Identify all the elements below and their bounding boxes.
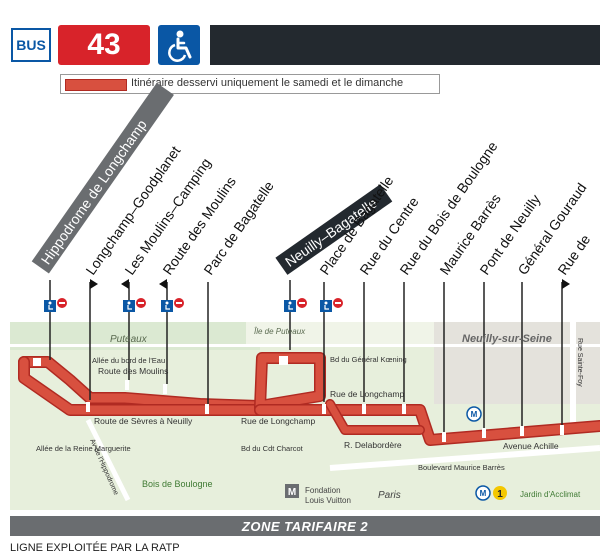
- line-number-badge: 43: [58, 25, 150, 65]
- operator-label: LIGNE EXPLOITÉE PAR LA RATP: [10, 542, 180, 554]
- metro-icon: M: [466, 406, 482, 422]
- arrow-left-icon: [121, 279, 129, 289]
- wheelchair-icon: [158, 25, 200, 65]
- stop-name-rue-de: Rue de: [554, 231, 593, 277]
- place-paris: Paris: [378, 490, 401, 501]
- boulevard-road: [329, 445, 600, 471]
- stop-name-route-moulins: Route des Moulins: [159, 174, 239, 278]
- arrow-right-icon: [90, 279, 98, 289]
- street-bd-charcot: Bd du Cdt Charcot: [241, 444, 304, 453]
- route-line: [18, 352, 600, 446]
- place-fondation-line1: Fondation: [305, 486, 341, 495]
- arrow-right-icon: [562, 279, 570, 289]
- route-map: M M 1 M Hippodrome de Longchamp Neuilly–…: [10, 82, 600, 510]
- place-puteaux: Puteaux: [110, 334, 148, 345]
- metro-line-badge: 1: [493, 486, 507, 500]
- wheelchair-icon: [161, 300, 173, 312]
- street-r-delaborde: R. Delabordère: [344, 440, 402, 450]
- street-route-sevres: Route de Sèvres à Neuilly: [94, 416, 193, 426]
- terminus-stop-central: [279, 356, 288, 365]
- legend: Itinéraire desservi uniquement le samedi…: [60, 74, 440, 94]
- no-entry-icon: [333, 298, 343, 308]
- header-bar: [210, 25, 600, 65]
- no-entry-icon: [297, 298, 307, 308]
- street-rue-longchamp-2: Rue de Longchamp: [330, 389, 404, 399]
- street-boulevard-barres: Boulevard Maurice Barrès: [418, 463, 505, 472]
- stop-markers: [33, 356, 564, 442]
- street-rue-longchamp: Rue de Longchamp: [241, 416, 315, 426]
- direction-arrows: [90, 279, 570, 289]
- river-edge: [10, 344, 600, 347]
- stop-name-general-gouraud: Général Gouraud: [514, 180, 589, 278]
- place-neuilly: Neuilly-sur-Seine: [462, 333, 552, 345]
- header: BUS 43: [0, 0, 600, 72]
- place-fondation-line2: Louis Vuitton: [305, 496, 351, 505]
- stop-les-moulins-camping: [125, 380, 129, 390]
- arrow-left-icon: [159, 279, 167, 289]
- fare-zone-bar: ZONE TARIFAIRE 2: [10, 516, 600, 536]
- stop-general-gouraud: [520, 426, 524, 436]
- street-rue-sainte-foy: Rue Sainte-Foy: [576, 338, 583, 387]
- bus-mode-badge: BUS: [11, 28, 51, 62]
- wheelchair-icon: [44, 300, 56, 312]
- metro-icons: M M 1: [466, 406, 507, 501]
- svg-text:M: M: [471, 410, 478, 419]
- sainte-foy-road: [570, 322, 576, 432]
- wheelchair-icon: [320, 300, 332, 312]
- hippodrome-avenue-road: [85, 418, 131, 502]
- line-number: 43: [87, 28, 121, 61]
- stop-leaders: [49, 280, 563, 432]
- stop-rue-du-centre: [362, 404, 366, 414]
- stop-parc-de-bagatelle: [205, 404, 209, 414]
- legend-swatch: [65, 79, 127, 91]
- street-allee-bord: Allée du bord de l'Eau: [92, 356, 165, 365]
- stop-rue-de: [560, 425, 564, 435]
- place-bois-boulogne: Bois de Boulogne: [142, 479, 213, 489]
- street-allee-reine: Allée de la Reine Marguerite: [36, 444, 131, 453]
- stop-longchamp-goodplanet: [86, 402, 90, 412]
- stop-rue-du-bois-de-boulogne: [402, 404, 406, 414]
- place-ile-puteaux: Île de Puteaux: [254, 327, 306, 336]
- street-route-moulins: Route des Moulins: [98, 366, 168, 376]
- terminus-stop-west: [33, 358, 41, 366]
- bus-label: BUS: [16, 37, 46, 53]
- ile-puteaux-area: [246, 322, 434, 347]
- museum-icon: M: [285, 484, 299, 498]
- street-bd-koenig: Bd du Général Kœning: [330, 355, 407, 364]
- stop-maurice-barres: [442, 432, 446, 442]
- wheelchair-icon: [123, 300, 135, 312]
- footer: ZONE TARIFAIRE 2 LIGNE EXPLOITÉE PAR LA …: [0, 514, 600, 560]
- no-entry-icon: [174, 298, 184, 308]
- stop-route-des-moulins: [163, 384, 167, 394]
- no-entry-icon: [57, 298, 67, 308]
- street-avenue-achille: Avenue Achille: [503, 441, 559, 451]
- svg-text:M: M: [288, 487, 296, 498]
- wheelchair-icon: [284, 300, 296, 312]
- metro-icon: M: [475, 485, 491, 501]
- accessibility-icons: [44, 298, 343, 312]
- stop-pont-de-neuilly: [482, 428, 486, 438]
- terminus-label-west: Hippodrome de Longchamp: [38, 116, 150, 267]
- metro-line-number: 1: [497, 489, 503, 500]
- fare-zone-label: ZONE TARIFAIRE 2: [241, 518, 369, 534]
- stop-place-de-bagatelle: [322, 404, 326, 414]
- legend-text: Itinéraire desservi uniquement le samedi…: [131, 77, 404, 89]
- svg-text:M: M: [480, 489, 487, 498]
- no-entry-icon: [136, 298, 146, 308]
- place-jardin: Jardin d'Acclimat: [520, 490, 581, 499]
